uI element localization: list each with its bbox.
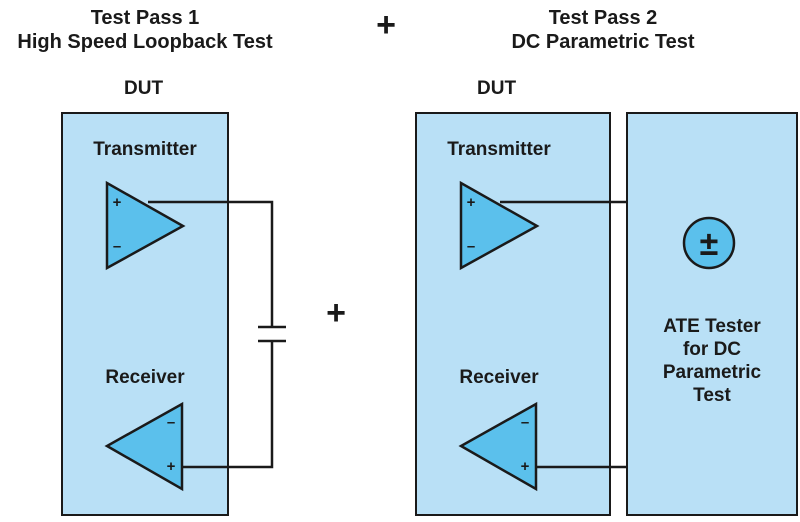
pass2-transmitter-amplifier-icon: + – (459, 180, 540, 271)
pass1-receiver-amplifier-icon: – + (104, 401, 184, 492)
ate-label-line4: Test (693, 385, 731, 406)
pass1-receiver-label: Receiver (105, 367, 185, 388)
pass1-tx-plus-sign: + (113, 194, 122, 211)
pass2-transmitter-label: Transmitter (447, 139, 551, 160)
pass2-dut-label: DUT (477, 78, 517, 99)
pass1-title-line1: Test Pass 1 (90, 7, 200, 29)
pass1-rx-plus-sign: + (167, 458, 176, 475)
pass1-rx-minus-sign: – (167, 414, 175, 431)
pass1-title: Test Pass 1 High Speed Loopback Test (0, 6, 290, 54)
pass2-receiver-amplifier-icon: – + (458, 401, 538, 492)
pass2-rx-minus-sign: – (521, 414, 529, 431)
pass1-loopback-wire-return (182, 341, 274, 469)
pass2-title: Test Pass 2 DC Parametric Test (448, 6, 758, 54)
ate-tester-box (626, 112, 798, 516)
ate-label-line1: ATE Tester (663, 316, 761, 337)
pass2-title-line1: Test Pass 2 (548, 7, 658, 29)
pass1-dut-label: DUT (124, 78, 164, 99)
title-plus-sign: + (376, 6, 396, 44)
ate-label-line3: Parametric (662, 362, 762, 383)
pass1-transmitter-label: Transmitter (93, 139, 197, 160)
pass1-tx-minus-sign: – (113, 238, 121, 255)
pass2-rx-plus-sign: + (521, 458, 530, 475)
pass2-tx-minus-sign: – (467, 238, 475, 255)
pass2-receiver-label: Receiver (459, 367, 539, 388)
pass1-loopback-wire (148, 200, 274, 327)
dc-source-plus-minus-icon: ± (682, 216, 736, 270)
ate-label-line2: for DC (682, 339, 742, 360)
pass1-title-line2: High Speed Loopback Test (17, 31, 273, 53)
pass2-title-line2: DC Parametric Test (511, 31, 695, 53)
dc-source-sign: ± (700, 225, 719, 263)
pass2-tx-plus-sign: + (467, 194, 476, 211)
ate-tester-label: ATE Tester for DC Parametric Test (627, 315, 797, 407)
coupling-capacitor-icon (258, 325, 286, 343)
middle-plus-sign: + (326, 294, 346, 332)
pass1-transmitter-amplifier-icon: + – (105, 180, 186, 271)
